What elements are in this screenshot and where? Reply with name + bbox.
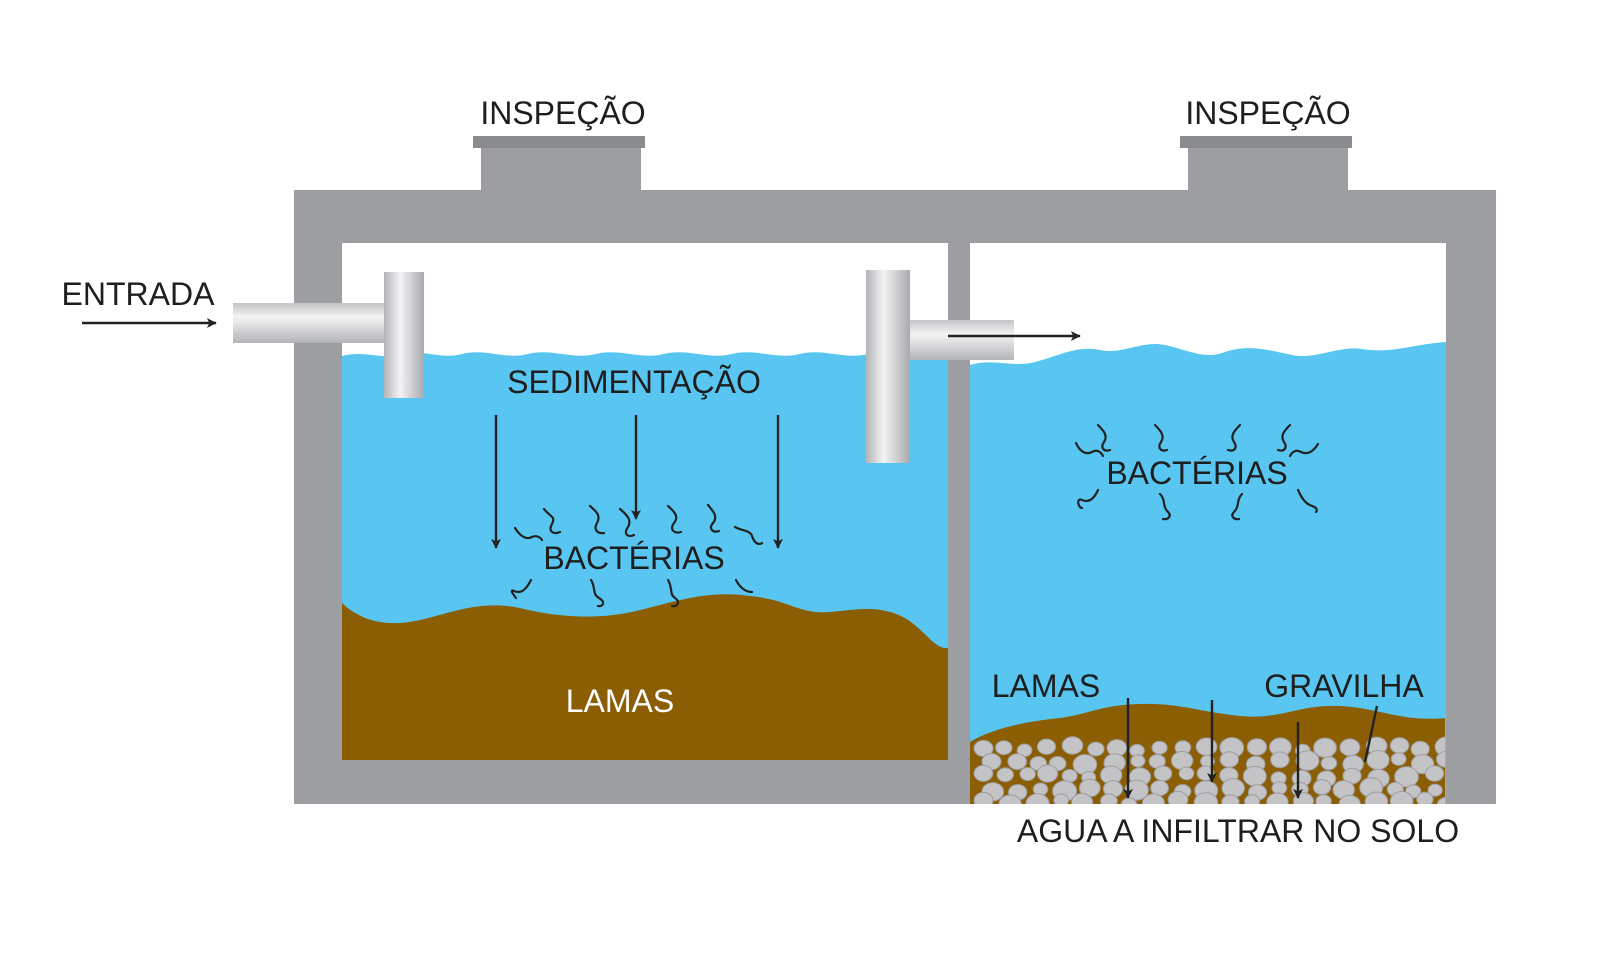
gravel-pebble [1366, 750, 1390, 770]
inlet-pipe [233, 272, 424, 398]
gravel-pebble [1153, 765, 1173, 782]
infiltration-label: AGUA A INFILTRAR NO SOLO [1017, 813, 1459, 849]
gravel-pebble [1141, 793, 1165, 804]
gravel-pebble [1167, 790, 1189, 804]
gravel-pebble [1221, 794, 1240, 804]
inspection-hatch-left [473, 136, 645, 193]
gravel-pebble [1427, 783, 1443, 797]
gravel-pebble [1271, 781, 1288, 795]
gravel-pebble [1364, 791, 1389, 804]
gravel-pebble [1270, 751, 1290, 769]
gravel-pebble [1389, 737, 1410, 754]
gravel-pebble [1266, 792, 1289, 804]
bacteria-label-left: BACTÉRIAS [543, 540, 724, 576]
sludge-label-left: LAMAS [566, 683, 674, 719]
gravel-pebble [1193, 792, 1219, 804]
gravel-pebble [1390, 752, 1407, 766]
gravel-pebble [1295, 750, 1320, 771]
gravel-pebble [1242, 765, 1267, 787]
inlet-label: ENTRADA [62, 276, 216, 312]
gravel-pebble [1389, 790, 1414, 804]
gravel-pebble [998, 794, 1022, 804]
gravel-pebble [1424, 765, 1445, 782]
gravel-pebble [1053, 793, 1070, 804]
gravel-pebble [1292, 792, 1314, 804]
sludge-label-right: LAMAS [992, 668, 1100, 704]
gravel-pebble [1120, 797, 1138, 804]
gravel-leader-line [1363, 705, 1379, 763]
gravel-pebble [973, 791, 994, 804]
gravel-pebble [1221, 778, 1245, 799]
gravel-pebble [1338, 794, 1361, 804]
chamber-divider-wall [948, 240, 970, 804]
sedimentation-label: SEDIMENTAÇÃO [507, 364, 761, 400]
inspection-hatch-right [1180, 136, 1352, 193]
gravel-pebble [1037, 764, 1059, 783]
gravel-pebble [1436, 750, 1445, 768]
gravel-pebble [1087, 741, 1105, 757]
bacteria-squiggles-right [1074, 423, 1320, 521]
bacteria-squiggles-left [510, 503, 764, 608]
gravel-pebble [1061, 736, 1084, 755]
gravel-pebble [973, 764, 994, 782]
transfer-pipe [866, 270, 1014, 463]
gravel-pebble [1100, 793, 1118, 804]
gravel-pebble [1036, 738, 1057, 755]
gravel-label: GRAVILHA [1264, 668, 1424, 704]
gravel-pebble [1436, 797, 1445, 804]
water-right [970, 342, 1446, 804]
gravel-pebble [1019, 767, 1036, 781]
gravel-pebble [1312, 779, 1332, 796]
gravel-pebble [1244, 794, 1261, 804]
gravel-pebble [1007, 753, 1028, 770]
gravel-pebble [1072, 754, 1098, 776]
gravel-pebble [1320, 756, 1338, 771]
gravel-pebble [1394, 766, 1419, 788]
gravel-pebble [1178, 766, 1195, 781]
gravel-pebble [1416, 791, 1434, 804]
gravel-pebble [995, 740, 1013, 756]
gravel-pebble [1315, 794, 1332, 804]
gravel-pebble [1219, 751, 1240, 768]
gravel-pebble [1130, 754, 1146, 768]
gravel-pebble [996, 767, 1014, 783]
gravel-pebble [1339, 738, 1361, 757]
gravel-pebble [1071, 793, 1094, 804]
gravel-pebble [1025, 793, 1050, 804]
inspection-label-left: INSPEÇÃO [480, 95, 645, 131]
inspection-label-right: INSPEÇÃO [1185, 95, 1350, 131]
bacteria-label-right: BACTÉRIAS [1106, 455, 1287, 491]
gravel-pebble [1151, 740, 1168, 755]
gravel-pebble [1170, 751, 1194, 771]
gravel-pebble [1195, 737, 1218, 757]
gravel-pebble [973, 739, 994, 757]
gravel-pebble [1246, 738, 1268, 756]
sludge-left [342, 594, 948, 760]
gravel-bed [970, 703, 1445, 804]
